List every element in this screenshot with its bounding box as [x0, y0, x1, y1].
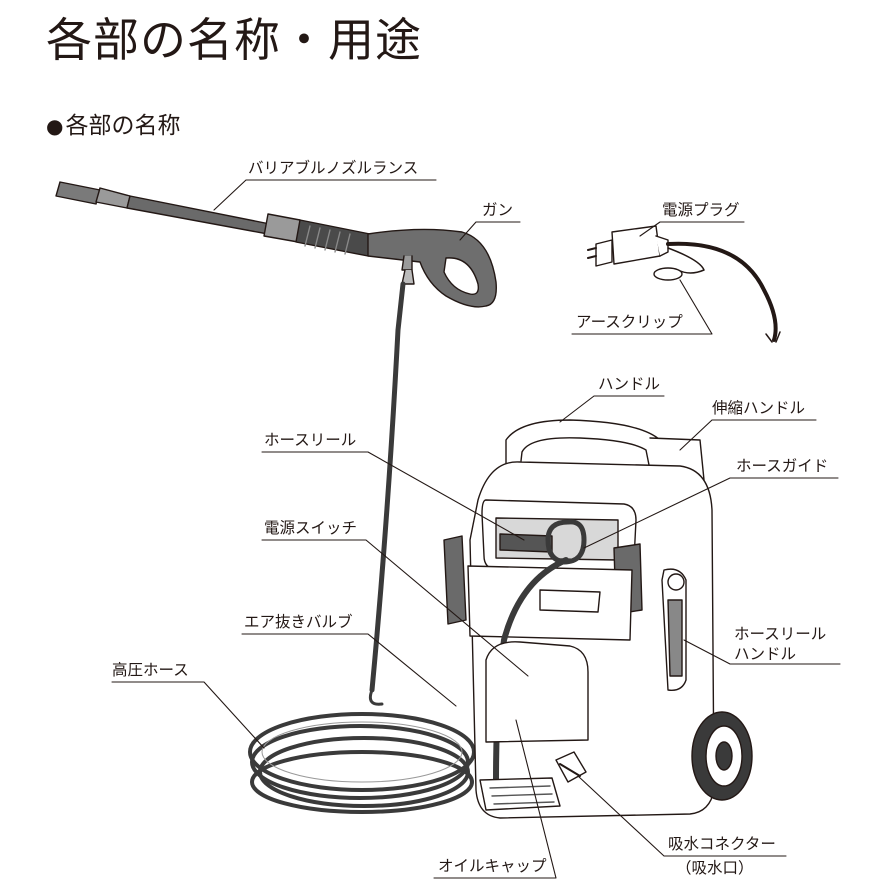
label-water-inlet-connector: 吸水コネクター	[668, 835, 776, 853]
label-hose-reel: ホースリール	[264, 431, 357, 449]
label-hose-guide: ホースガイド	[736, 457, 829, 475]
section-heading: ●各部の名称	[46, 106, 180, 140]
label-handle: ハンドル	[598, 375, 661, 393]
label-air-valve: エア抜きバルブ	[244, 613, 353, 631]
section-heading-text: 各部の名称	[65, 113, 181, 139]
label-hose-reel-handle-line2: ハンドル	[734, 645, 797, 663]
hose-illustration	[248, 269, 476, 814]
page-title: 各部の名称・用途	[46, 13, 422, 67]
label-hose-reel-handle-line1: ホースリール	[734, 625, 827, 643]
label-high-pressure-hose: 高圧ホース	[112, 661, 189, 679]
label-gun: ガン	[482, 201, 514, 219]
label-oil-cap: オイルキャップ	[438, 857, 547, 875]
machine-illustration	[443, 419, 753, 819]
label-variable-nozzle-lance: バリアブルノズルランス	[248, 159, 419, 177]
label-telescopic-handle: 伸縮ハンドル	[712, 399, 806, 417]
label-water-inlet-note: （吸水口）	[676, 859, 754, 877]
label-power-switch: 電源スイッチ	[264, 519, 358, 537]
lance-illustration	[55, 181, 371, 257]
power-plug-illustration	[587, 225, 781, 343]
label-earth-clip: アースクリップ	[576, 313, 683, 331]
bullet-icon: ●	[46, 114, 64, 138]
gun-illustration	[367, 228, 497, 308]
leader-lines	[111, 179, 841, 879]
label-power-plug: 電源プラグ	[662, 201, 740, 219]
